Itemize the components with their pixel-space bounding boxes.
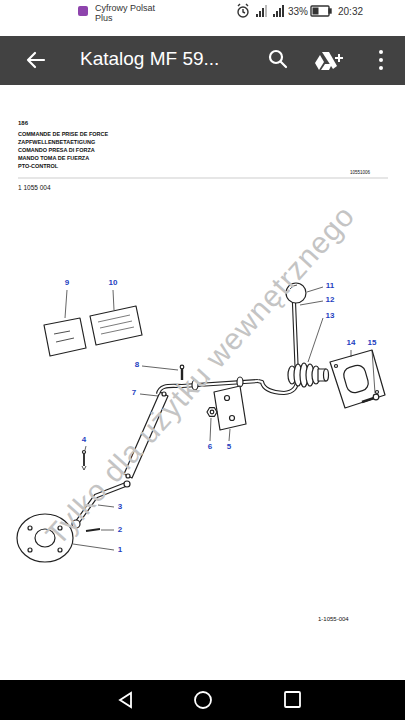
- drive-icon: [315, 52, 343, 70]
- callout-number: 4: [81, 436, 87, 445]
- figure-number: 1 1055 004: [18, 184, 51, 191]
- callout-number: 12: [325, 296, 336, 305]
- callout-number: 14: [346, 339, 357, 348]
- callout-number: 2: [117, 526, 123, 535]
- callout-number: 8: [134, 361, 140, 370]
- nav-icons: [120, 692, 300, 708]
- cover-plate: [330, 350, 385, 408]
- app-title: Katalog MF 59...: [80, 49, 219, 70]
- signal-icons: [256, 5, 284, 17]
- rule-line: [18, 178, 388, 179]
- callout-number: 9: [64, 279, 70, 288]
- callout-number: 1: [117, 546, 123, 555]
- instruction-plate: [90, 306, 142, 345]
- bracket: [214, 386, 246, 430]
- app-icon: [78, 6, 88, 16]
- callout-number: 10: [108, 279, 119, 288]
- figure-code: 10551006: [350, 171, 370, 176]
- heading-line: COMMANDE DE PRISE DE FORCE: [18, 131, 108, 137]
- heading-line: COMANDO PRESA DI FORZA: [18, 147, 95, 153]
- heading-line: MANDO TOMA DE FUERZA: [18, 155, 89, 161]
- heading-line: PTO-CONTROL: [18, 163, 58, 169]
- callout-number: 6: [207, 443, 213, 452]
- callout-number: 7: [131, 389, 137, 398]
- clock-time: 20:32: [338, 6, 363, 17]
- menu-dots: [379, 50, 383, 70]
- figure-number: 1-1055-004: [318, 616, 349, 623]
- page-number: 186: [18, 120, 28, 127]
- app-name: Cyfrowy Polsat Plus: [95, 4, 165, 24]
- callout-number: 11: [325, 282, 335, 291]
- status-bar: [0, 0, 405, 36]
- app-bar: [0, 36, 405, 85]
- decal-plate: [44, 318, 86, 356]
- nut: [207, 408, 217, 417]
- heading-line: ZAPFWELLENBETAETIGUNG: [18, 139, 95, 145]
- callout-number: 3: [117, 503, 123, 512]
- rubber-boot: [288, 363, 329, 387]
- watermark: Tylko dla użytku wewnętrznego: [39, 199, 361, 551]
- status-icons: [238, 4, 331, 17]
- callout-number: 15: [367, 339, 378, 348]
- callout-number: 5: [226, 443, 232, 452]
- callout-number: 13: [325, 312, 336, 321]
- nav-bar: [0, 680, 405, 720]
- battery-level: 33%: [288, 6, 308, 17]
